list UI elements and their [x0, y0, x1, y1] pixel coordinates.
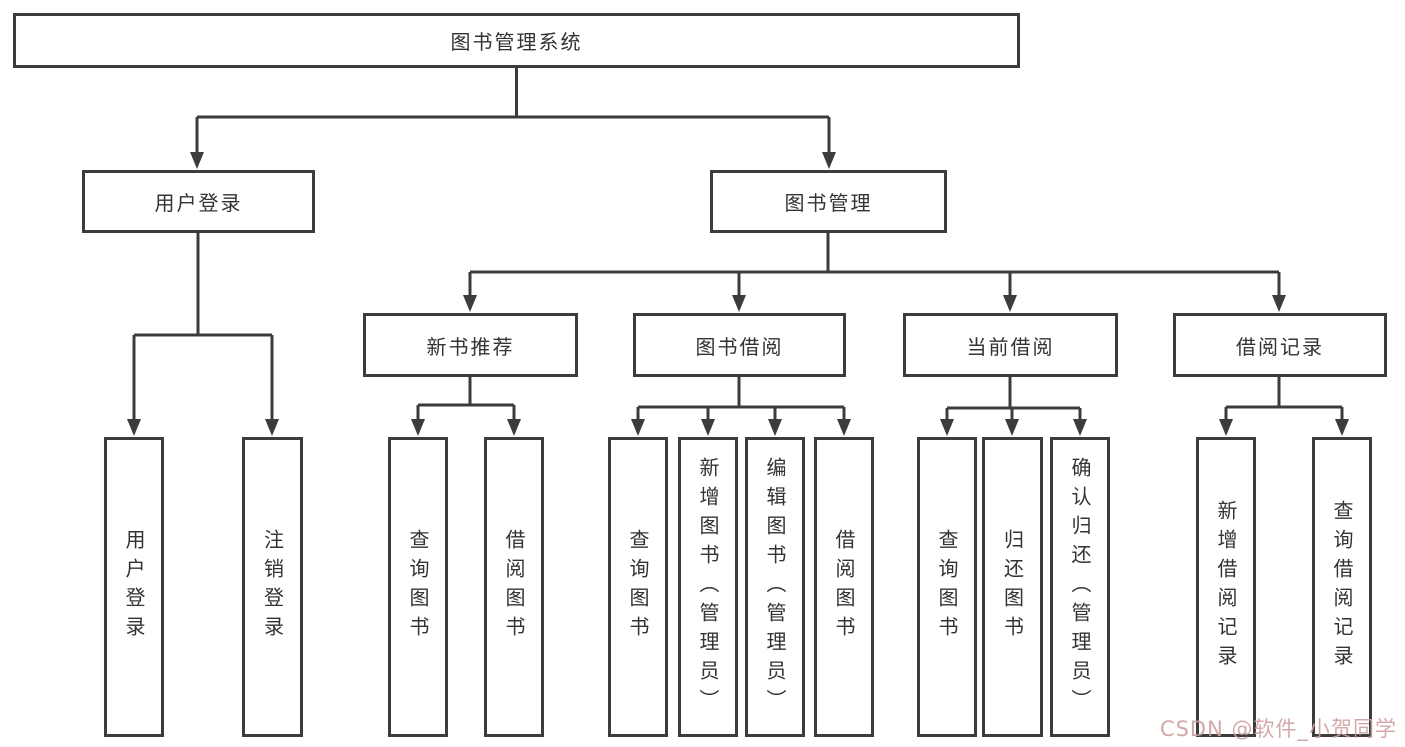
leaf-label: 编辑图书（管理员）: [763, 456, 787, 718]
node-library-system: 图书管理系统: [13, 13, 1020, 68]
node-current-borrowing: 当前借阅: [903, 313, 1118, 377]
leaf-query-books-current: 查询图书: [917, 437, 977, 737]
leaf-label: 查询借阅记录: [1330, 500, 1354, 674]
leaf-confirm-return-admin: 确认归还（管理员）: [1050, 437, 1110, 737]
leaf-borrow-books-borrowing: 借阅图书: [814, 437, 874, 737]
connector-lines: [132, 68, 1344, 419]
leaf-user-login: 用户登录: [104, 437, 164, 737]
leaf-label: 借阅图书: [502, 529, 526, 645]
leaf-label: 归还图书: [1000, 529, 1025, 645]
leaf-query-books-borrowing: 查询图书: [608, 437, 668, 737]
leaf-edit-book-admin: 编辑图书（管理员）: [745, 437, 805, 737]
leaf-label: 查询图书: [406, 529, 430, 645]
leaf-add-borrow-record: 新增借阅记录: [1196, 437, 1256, 737]
csdn-watermark: CSDN @软件_小贺同学: [1159, 717, 1397, 741]
node-new-book-recommendation: 新书推荐: [363, 313, 578, 377]
leaf-label: 用户登录: [122, 529, 146, 645]
leaf-label: 借阅图书: [832, 529, 856, 645]
leaf-add-book-admin: 新增图书（管理员）: [678, 437, 738, 737]
node-book-management: 图书管理: [710, 170, 947, 233]
leaf-label: 新增图书（管理员）: [696, 456, 720, 718]
node-book-borrowing: 图书借阅: [633, 313, 846, 377]
connector-arrowheads: [127, 152, 1349, 436]
leaf-label: 查询图书: [935, 529, 959, 645]
leaf-label: 查询图书: [626, 529, 650, 645]
leaf-logout: 注销登录: [242, 437, 303, 737]
leaf-query-books-recommend: 查询图书: [388, 437, 448, 737]
node-borrowing-records: 借阅记录: [1173, 313, 1387, 377]
leaf-label: 确认归还（管理员）: [1068, 456, 1092, 718]
leaf-label: 新增借阅记录: [1214, 500, 1238, 674]
leaf-return-books: 归还图书: [982, 437, 1043, 737]
leaf-query-borrow-record: 查询借阅记录: [1312, 437, 1372, 737]
leaf-label: 注销登录: [260, 529, 285, 645]
leaf-borrow-books-recommend: 借阅图书: [484, 437, 544, 737]
node-user-login: 用户登录: [82, 170, 315, 233]
